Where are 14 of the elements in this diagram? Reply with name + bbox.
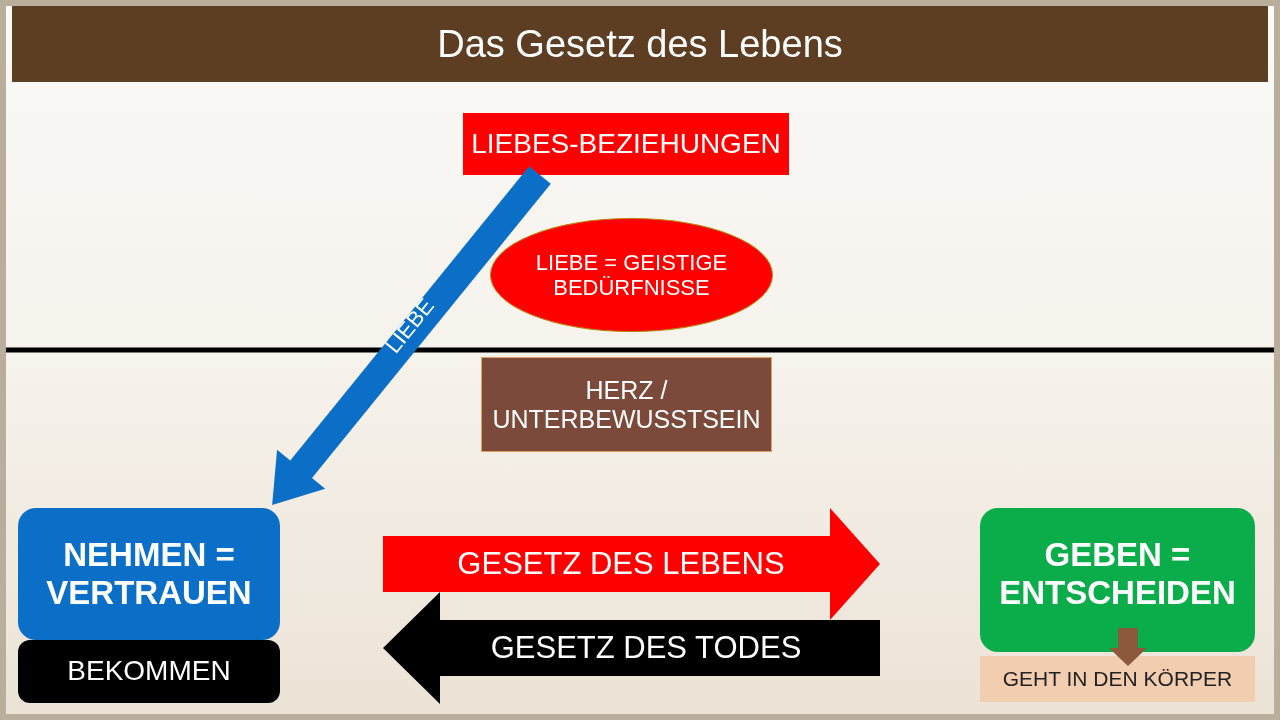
block-arrow bbox=[272, 166, 551, 505]
block-arrow bbox=[383, 508, 880, 620]
rounded-box: BEKOMMEN bbox=[18, 640, 280, 703]
block-arrow bbox=[383, 592, 880, 704]
note-box: GEHT IN DEN KÖRPER bbox=[980, 656, 1255, 702]
edge-label: GESETZ DES LEBENS bbox=[457, 546, 785, 582]
rounded-box: GEBEN = ENTSCHEIDEN bbox=[980, 508, 1255, 652]
block-arrow bbox=[1108, 628, 1147, 666]
heading-box: LIEBES-BEZIEHUNGEN bbox=[463, 113, 789, 175]
process-box: HERZ / UNTERBEWUSSTSEIN bbox=[481, 357, 772, 452]
edge-label: GESETZ DES TODES bbox=[490, 630, 802, 666]
title-banner: Das Gesetz des Lebens bbox=[12, 6, 1268, 82]
rounded-box: NEHMEN = VERTRAUEN bbox=[18, 508, 280, 640]
ellipse-node: LIEBE = GEISTIGE BEDÜRFNISSE bbox=[490, 218, 773, 332]
